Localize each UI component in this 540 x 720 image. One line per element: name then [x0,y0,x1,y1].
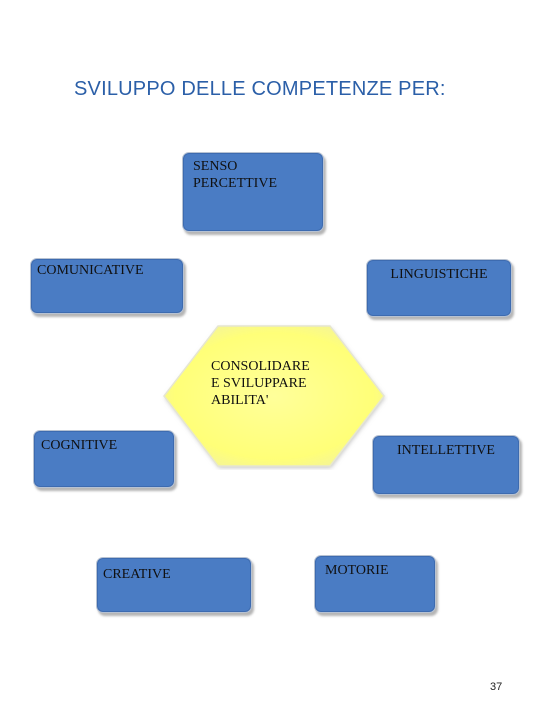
box-linguistiche: LINGUISTICHE [366,259,512,317]
diagram-title: SVILUPPO DELLE COMPETENZE PER: [74,78,446,100]
center-line-2: E SVILUPPARE [211,376,307,391]
hexagon-shape [163,325,385,467]
box-creative: CREATIVE [96,557,252,613]
box-senso-line-2: PERCETTIVE [193,176,277,191]
center-hexagon [163,325,385,468]
box-senso-line-1: SENSO [193,159,238,174]
center-line-3: ABILITA' [211,393,269,408]
page-number: 37 [490,681,503,693]
box-cognitive: COGNITIVE [33,430,175,488]
center-label: CONSOLIDARE E SVILUPPARE ABILITA' [211,358,310,409]
box-motorie: MOTORIE [314,555,436,613]
box-intellettive: INTELLETTIVE [372,435,520,495]
center-line-1: CONSOLIDARE [211,359,310,374]
box-senso-percettive: SENSO PERCETTIVE [182,152,324,232]
box-comunicative: COMUNICATIVE [30,258,184,314]
